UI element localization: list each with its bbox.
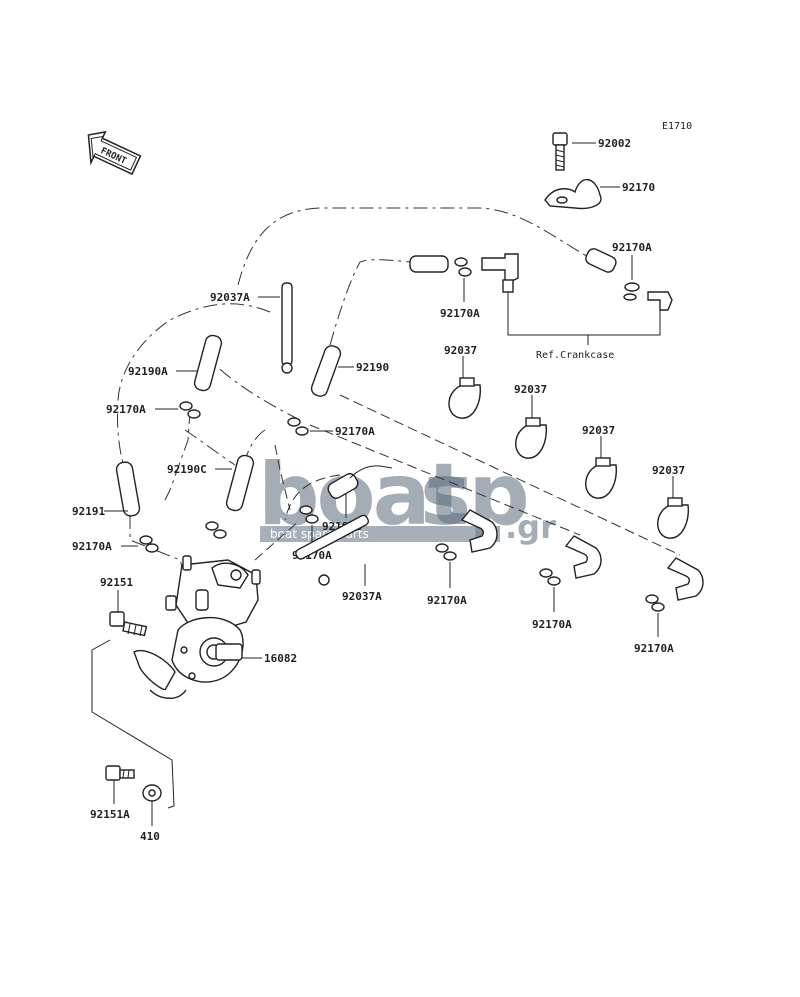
label-92151: 92151 [100,576,133,589]
label-92037A-top: 92037A [210,291,250,304]
clip-near-pump-icon [205,521,227,539]
label-92170A-left-2: 92170A [72,540,112,553]
label-92037-4: 92037 [652,464,685,477]
bolt-92002-icon [552,132,568,171]
watermark: boat sp .gr boat spare parts [258,445,556,546]
label-92037-3: 92037 [582,424,615,437]
hose-92190-icon [310,345,342,397]
clip-92170A-left-2-icon [139,535,159,553]
bolt-92151-icon [109,611,148,637]
label-92190A: 92190A [128,365,168,378]
clip-92170A-bottom-1-icon [435,543,457,561]
clip-92170A-top-icon [454,257,472,277]
routing-lines [117,207,681,576]
label-92190: 92190 [356,361,389,374]
diagram-code: E1710 [662,121,692,132]
clip-92170A-bottom-2-icon [539,568,561,586]
watermark-domain: .gr [505,508,556,546]
label-92170A-top-right: 92170A [612,241,652,254]
label-92170A-bottom-1: 92170A [427,594,467,607]
label-410: 410 [140,830,160,843]
clamp-92170-icon [544,178,602,210]
ref-crankcase-label: Ref.Crankcase [536,350,614,361]
screw-92151A-icon [105,765,135,781]
hose-clamp-92037-2-icon [515,417,548,459]
hose-clamp-92037-4-icon [657,497,690,539]
elbow-fitting-middle-icon [481,253,519,293]
strap-92037A-bottom-icon [295,514,370,586]
hose-clamp-92037-3-icon [585,457,618,499]
hose-top-right-icon [585,248,617,273]
label-92191: 92191 [72,505,105,518]
detail-bracket [91,639,175,809]
label-92037-2: 92037 [514,383,547,396]
label-92170A-bottom-2: 92170A [532,618,572,631]
oil-pump-16082-icon [133,555,261,699]
clip-92170A-center-icon [299,505,319,524]
elbow-hose-2-icon [564,535,602,579]
clip-92170A-mid-icon [287,417,309,436]
label-92170A-top: 92170A [440,307,480,320]
hose-92190B-icon [327,465,393,499]
clip-92170A-bottom-3-icon [645,594,665,612]
elbow-hose-1-icon [460,509,498,553]
label-92170A-left-1: 92170A [106,403,146,416]
label-92170A-mid: 92170A [335,425,375,438]
hose-92190C-icon [225,454,255,512]
label-92037-1: 92037 [444,344,477,357]
label-92037A-bottom: 92037A [342,590,382,603]
elbow-hose-3-icon [666,557,704,601]
clip-92170A-top-right-icon [623,282,640,301]
elbow-fitting-right-icon [647,291,673,325]
hose-92190A-icon [193,334,223,392]
label-92002: 92002 [598,137,631,150]
washer-410-icon [142,784,162,802]
front-arrow-icon: FRONT [87,130,142,176]
label-16082: 16082 [264,652,297,665]
hose-top-middle-icon [409,255,449,273]
strap-92037A-top-icon [281,282,293,374]
clip-92170A-left-1-icon [179,401,201,419]
hose-92191-icon [115,461,141,517]
label-92151A: 92151A [90,808,130,821]
label-92190C: 92190C [167,463,207,476]
hose-clamp-92037-1-icon [448,377,482,419]
label-92170: 92170 [622,181,655,194]
label-92170A-bottom-3: 92170A [634,642,674,655]
ref-crankcase-bracket [507,290,661,345]
